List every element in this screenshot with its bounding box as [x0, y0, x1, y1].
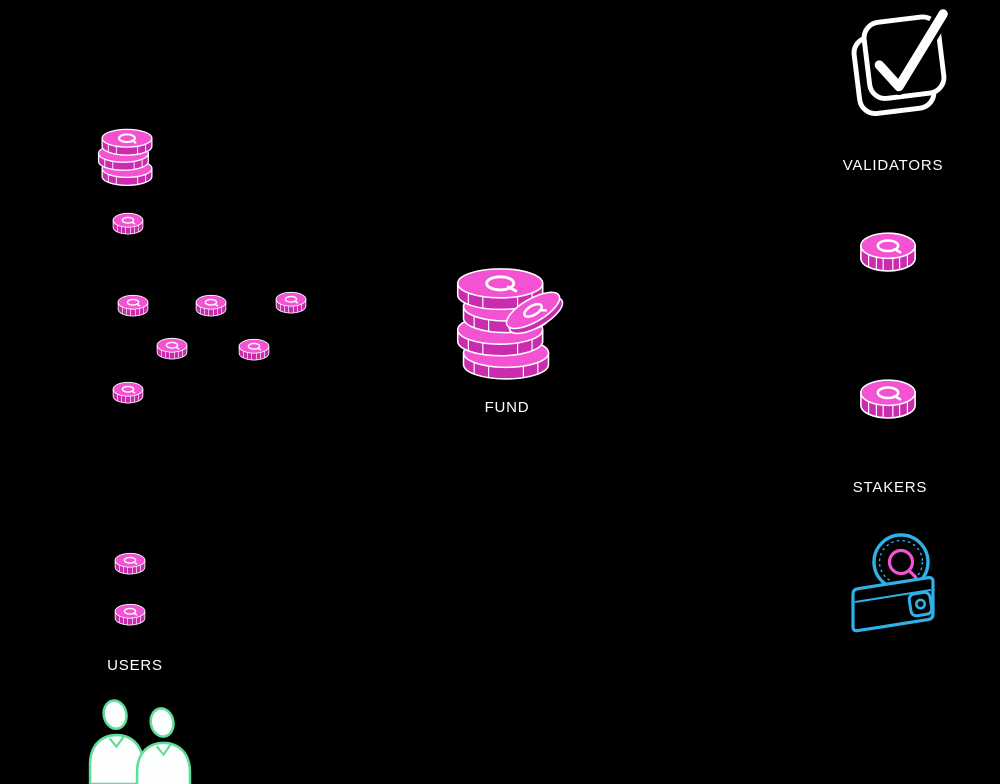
q-coin-icon [113, 551, 147, 578]
q-coin-icon [237, 337, 271, 364]
stakers-label: STAKERS [852, 479, 928, 496]
q-coin-icon [111, 380, 145, 407]
people-icon [80, 690, 202, 784]
checkmark-icon [842, 4, 952, 126]
q-coin-icon [111, 211, 145, 238]
coin-stack-icon [450, 260, 570, 382]
fund-label: FUND [484, 399, 530, 416]
q-coin-icon [155, 336, 189, 363]
q-coin-icon [857, 229, 919, 278]
wallet-icon [845, 510, 941, 640]
coin-stack-icon [91, 124, 163, 188]
q-coin-icon [274, 290, 308, 317]
users-label: USERS [107, 657, 163, 674]
q-coin-icon [194, 293, 228, 320]
q-coin-icon [116, 293, 150, 320]
q-coin-icon [113, 602, 147, 629]
validators-label: VALIDATORS [842, 157, 944, 174]
q-coin-icon [857, 376, 919, 425]
